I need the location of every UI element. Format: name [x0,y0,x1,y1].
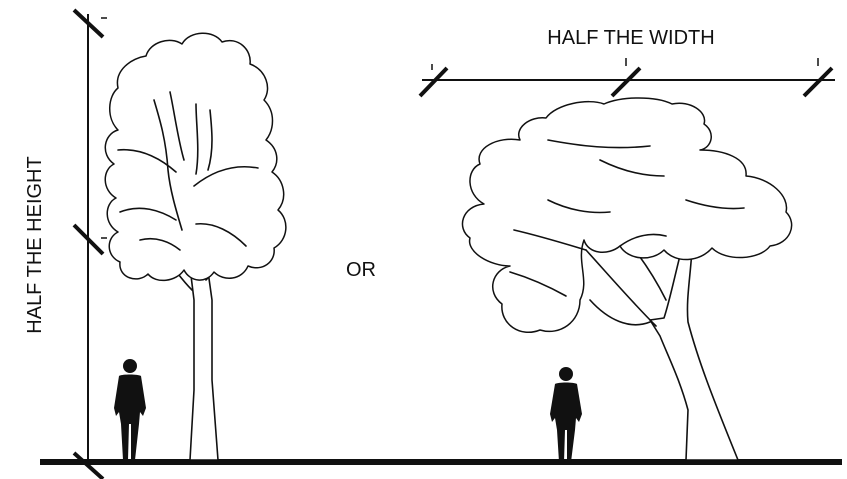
person-silhouette-left [114,359,146,460]
person-silhouette-right [550,367,582,462]
wide-tree-canopy [461,97,793,333]
width-tick-middle [610,66,642,98]
width-dimension [418,58,835,98]
height-label: HALF THE HEIGHT [24,156,46,333]
width-tick-right [802,66,834,98]
height-dimension [72,8,107,479]
width-tick-left [418,66,449,98]
wide-tree-trunk [649,247,739,461]
or-label: OR [346,259,376,281]
wide-tree [461,97,793,461]
tall-tree [104,32,287,461]
tall-tree-canopy [104,32,287,282]
height-tick-top [72,8,105,39]
height-tick-middle [72,223,105,256]
height-tick-bottom [72,451,105,479]
width-label: HALF THE WIDTH [547,27,714,49]
